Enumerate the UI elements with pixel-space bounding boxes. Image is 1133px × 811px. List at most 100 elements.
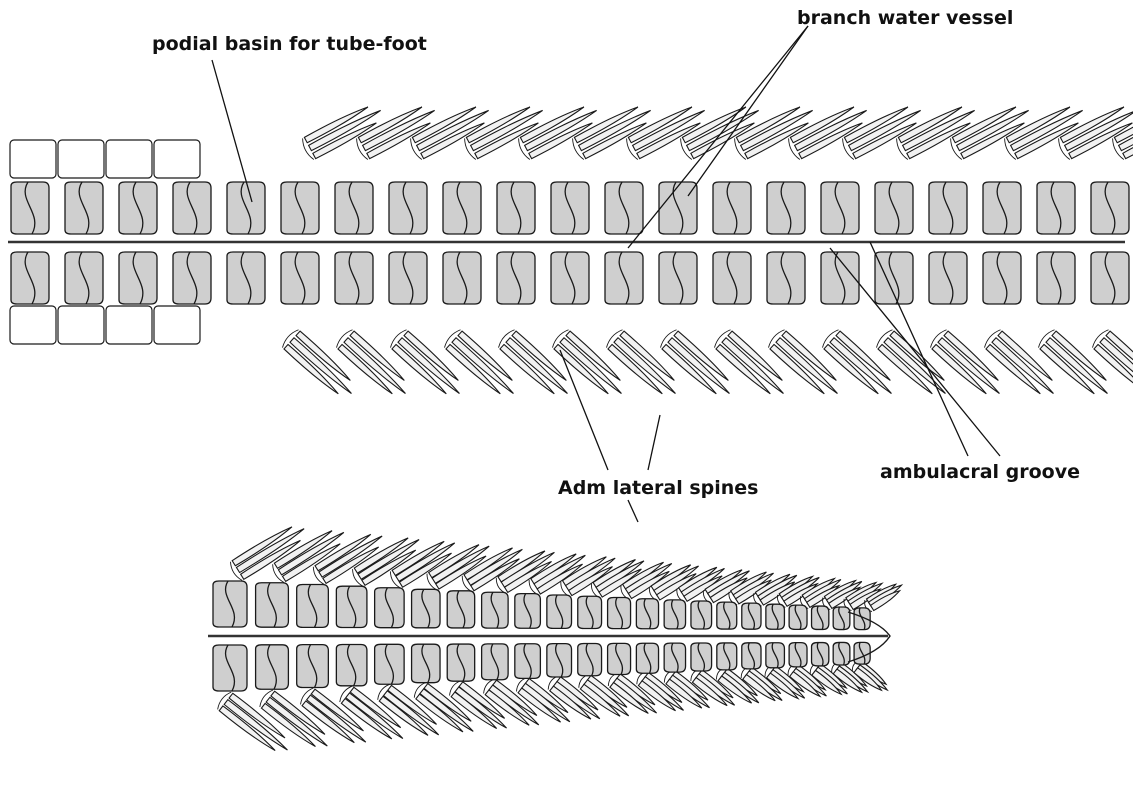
proximal-plate [58,306,104,344]
ambulacral-plate [983,252,1021,304]
ambulacral-plate [659,252,697,304]
adambulacral-spine [350,331,407,383]
ambulacral-plate [447,644,474,681]
ambulacral-plate [717,643,737,670]
ambulacral-plate [1091,182,1129,234]
ambulacral-plate [636,643,658,673]
ambulacral-plate [659,182,697,234]
ambulacral-plate [812,606,829,629]
ambulacral-plate [547,644,572,677]
ambulacral-plate [482,592,508,628]
adambulacral-spine [782,331,839,383]
ambulacral-plate [11,182,49,234]
ambulacral-plate [833,607,850,630]
ambulacral-plate [482,644,508,680]
ambulacral-plate [636,599,658,629]
ambulacral-plate [515,644,541,679]
ambulacral-plate [875,182,913,234]
ambulacral-plate [281,182,319,234]
ambulacral-plate [447,591,474,628]
ambulacral-plate [412,589,440,627]
ambulacral-plate [389,252,427,304]
ambulacral-plate [297,585,329,628]
adambulacral-spine [620,331,677,383]
ambulacral-plate [717,602,737,629]
ambulacral-plate [227,182,265,234]
adambulacral-spine [404,331,461,383]
ambulacral-plate [213,645,247,691]
adambulacral-spine-cluster [1090,328,1133,403]
adambulacral-spine [944,331,1001,383]
ambulacral-plate [742,603,761,629]
ambulacral-plate [375,644,404,684]
ambulacral-plate [767,252,805,304]
ambulacral-plate [1037,252,1075,304]
ambulacral-plate [412,644,440,682]
proximal-plate [10,306,56,344]
ambulacral-plate [336,644,367,685]
podial-basin-label: podial basin for tube-foot [152,33,427,55]
adambulacral-spine [674,331,731,383]
ambulacral-plate [605,182,643,234]
ambulacral-plate [578,644,602,676]
ambulacral-plate [443,252,481,304]
ambulacral-plate [605,252,643,304]
ambulacral-plate [766,643,785,668]
ambulacral-plate [547,595,572,628]
ambulacral-plate [691,643,712,671]
ambulacral-plate [833,642,850,665]
ambulacral-plate [664,643,685,672]
lower-arm-tip-section [208,519,905,759]
ambulacral-plate [767,182,805,234]
ambulacral-plate [497,182,535,234]
adambulacral-spine [836,331,893,383]
ambulacral-plate [742,643,761,669]
ambulacral-plate [227,252,265,304]
ambulacral-plate [766,604,785,629]
ambulacral-plate [173,182,211,234]
ambulacral-plate [256,645,289,689]
proximal-plate [106,306,152,344]
ambulacral-plate [551,182,589,234]
adm-lateral-spines-label: Adm lateral spines [558,477,758,499]
ambulacral-plate [713,182,751,234]
ambulacral-plate [929,182,967,234]
adambulacral-spine [566,331,623,383]
ambulacral-plate [335,182,373,234]
ambulacral-plate [854,642,870,664]
ambulacral-plate [375,588,404,628]
ambulacral-plate [789,643,807,667]
branch-water-vessel-label: branch water vessel [797,7,1013,29]
ambulacral-plate [578,596,602,628]
ambulacral-plate [65,252,103,304]
ambulacral-plate [789,605,807,629]
adambulacral-spine [512,331,569,383]
adambulacral-spine [296,331,353,383]
proximal-plate [154,306,200,344]
ambulacral-plate [1037,182,1075,234]
adambulacral-spine [728,331,785,383]
ambulacral-plate [691,601,712,629]
ambulacral-plate [608,598,631,629]
ambulacral-plate [336,586,367,627]
ambulacral-plate [389,182,427,234]
ambulacral-plate [297,645,329,688]
ambulacral-plate [608,643,631,674]
adambulacral-spine [284,344,341,396]
ambulacral-plate [983,182,1021,234]
ambulacral-plate [256,583,289,627]
ambulacral-plate [213,581,247,627]
upper-arm-bottom-spines [280,328,1133,403]
ambulacral-plate [119,182,157,234]
ambulacral-plate [1091,252,1129,304]
ambulacral-plate [551,252,589,304]
proximal-plate [106,140,152,178]
ambulacral-plate [929,252,967,304]
upper-arm-top-spines [300,100,1133,161]
ambulacral-groove-label: ambulacral groove [880,461,1080,483]
ambulacral-plate [821,182,859,234]
adambulacral-spine [458,331,515,383]
proximal-plate [58,140,104,178]
ambulacral-plate [443,182,481,234]
adm-spines-leader-3 [628,500,638,522]
